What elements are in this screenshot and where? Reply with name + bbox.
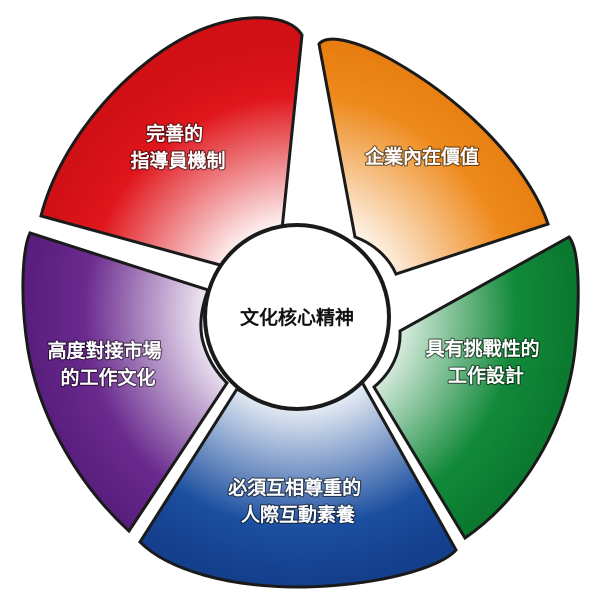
segment-left bbox=[21, 231, 229, 534]
segment-label-line: 高度對接市場 bbox=[48, 339, 162, 362]
segment-label-top-left: 完善的 指導員機制 bbox=[130, 122, 225, 172]
segment-label-line: 完善的 bbox=[146, 122, 203, 145]
center-hub bbox=[203, 223, 391, 411]
segment-label-line: 企業內在價值 bbox=[364, 145, 479, 168]
segment-label-line: 工作設計 bbox=[448, 364, 524, 387]
segment-label-line: 指導員機制 bbox=[130, 149, 225, 172]
segment-right bbox=[372, 235, 580, 541]
center-label: 文化核心精神 bbox=[240, 306, 354, 329]
segment-label-line: 具有挑戰性的 bbox=[426, 337, 540, 360]
segment-top-right bbox=[317, 37, 550, 276]
segment-label-top-right: 企業內在價值 bbox=[364, 145, 479, 168]
segment-label-right: 具有挑戰性的 工作設計 bbox=[426, 337, 547, 387]
segment-label-line: 必須互相尊重的 bbox=[227, 476, 361, 499]
segment-label-line: 人際互動素養 bbox=[241, 503, 356, 526]
segment-label-left: 高度對接市場 的工作文化 bbox=[48, 339, 169, 389]
segment-label-bottom: 必須互相尊重的 人際互動素養 bbox=[227, 476, 368, 526]
segment-label-line: 的工作文化 bbox=[60, 366, 155, 389]
